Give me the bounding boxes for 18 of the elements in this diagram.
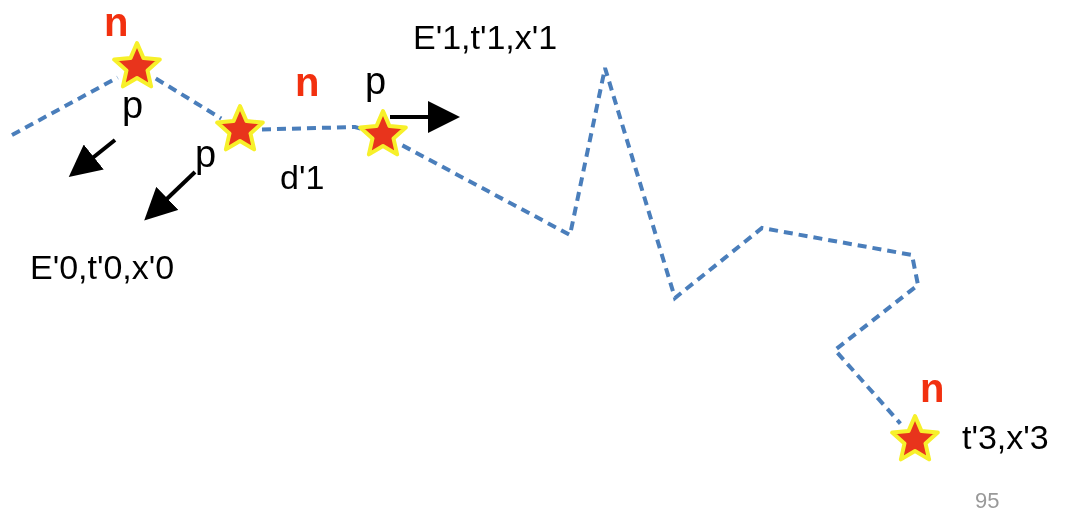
particle-label: n (920, 368, 945, 408)
page-number: 95 (975, 490, 1000, 512)
state-label: t'3,x'3 (962, 420, 1049, 454)
star-marker (358, 108, 408, 158)
particle-label: p (365, 62, 387, 100)
particle-label: p (195, 135, 217, 173)
dashed-path (154, 76, 223, 121)
star-marker (890, 413, 940, 463)
particle-label: n (295, 62, 320, 102)
dashed-path (401, 66, 921, 425)
state-label: d'1 (280, 160, 325, 194)
state-label: E'1,t'1,x'1 (413, 20, 558, 54)
state-label: E'0,t'0,x'0 (30, 250, 175, 284)
dashed-path (11, 75, 119, 137)
star-marker (112, 40, 162, 90)
star-marker (215, 103, 265, 153)
particle-label: p (122, 86, 144, 124)
particle-label: n (104, 2, 129, 42)
